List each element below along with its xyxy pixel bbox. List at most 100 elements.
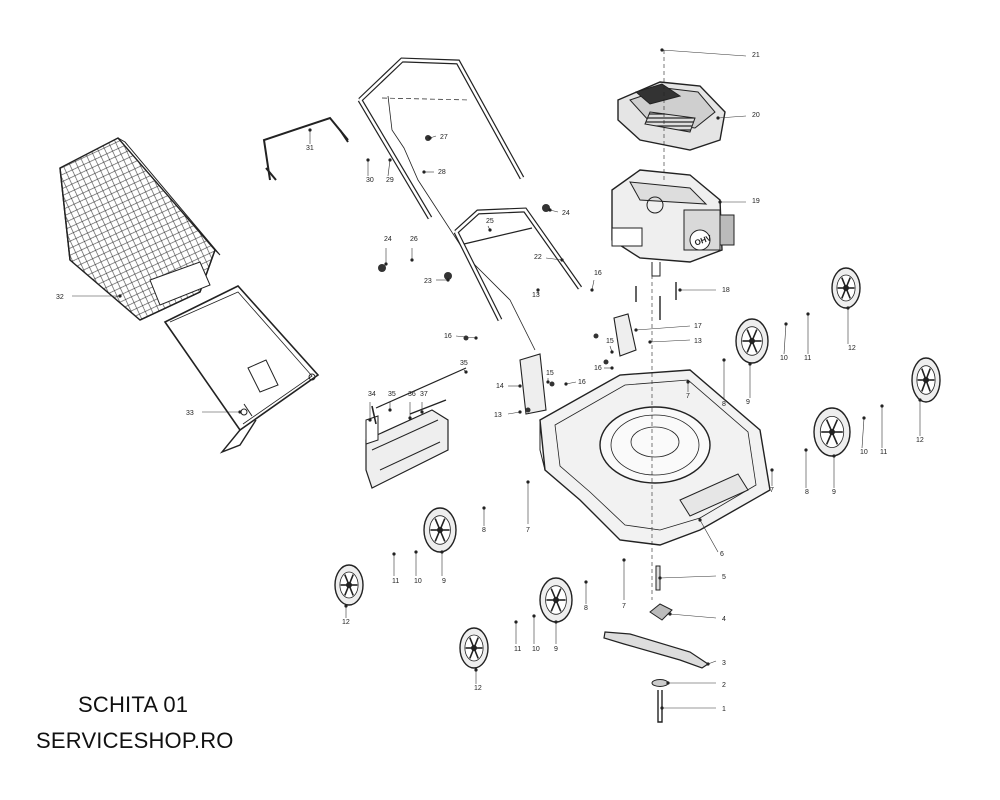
part-callout: 10 <box>780 322 788 362</box>
part-number-label: 12 <box>916 437 924 444</box>
part-callout: 1 <box>660 706 726 713</box>
part-callout: 29 <box>386 158 394 184</box>
wheel-hubcap <box>459 627 489 669</box>
part-number-label: 13 <box>494 412 502 419</box>
part-number-label: 37 <box>420 391 428 398</box>
part-number-label: 7 <box>770 487 774 494</box>
part-callout: 16 <box>590 270 602 292</box>
mower-deck <box>539 369 771 546</box>
part-number-label: 32 <box>56 294 64 301</box>
part-number-label: 24 <box>562 210 570 217</box>
part-number-label: 16 <box>578 379 586 386</box>
part-callout: 31 <box>306 128 314 152</box>
part-callout: 32 <box>56 294 122 301</box>
part-number-label: 3 <box>722 660 726 667</box>
part-callout: 18 <box>678 287 730 294</box>
part-number-label: 11 <box>804 355 811 362</box>
part-number-label: 25 <box>486 218 494 225</box>
part-number-label: 10 <box>532 646 540 653</box>
part-callout: 16 <box>594 365 614 372</box>
part-number-label: 22 <box>534 254 542 261</box>
part-number-label: 11 <box>514 646 521 653</box>
part-number-label: 35 <box>460 360 468 367</box>
part-number-label: 31 <box>306 145 314 152</box>
part-number-label: 13 <box>532 292 540 299</box>
part-number-label: 11 <box>880 449 887 456</box>
part-number-label: 8 <box>584 605 588 612</box>
part-number-label: 10 <box>860 449 868 456</box>
part-callout: 4 <box>668 612 726 623</box>
part-number-label: 7 <box>526 527 530 534</box>
part-callout: 8 <box>584 580 588 612</box>
part-callout: 12 <box>474 668 482 692</box>
part-number-label: 17 <box>694 323 702 330</box>
part-number-label: 8 <box>805 489 809 496</box>
part-number-label: 34 <box>368 391 376 398</box>
part-callout: 10 <box>414 550 422 585</box>
part-callout: 7 <box>526 480 530 534</box>
part-number-label: 8 <box>482 527 486 534</box>
part-number-label: 10 <box>780 355 788 362</box>
part-number-label: 16 <box>444 333 452 340</box>
part-callout: 24 <box>384 236 392 266</box>
wheel <box>813 407 851 457</box>
engine <box>611 169 735 277</box>
part-number-label: 14 <box>496 383 504 390</box>
part-callout: 5 <box>658 574 726 581</box>
bag-frame <box>163 285 320 454</box>
part-callout: 2 <box>666 681 726 689</box>
part-callout: 8 <box>804 448 809 496</box>
part-number-label: 9 <box>832 489 836 496</box>
part-number-label: 9 <box>442 578 446 585</box>
part-number-label: 33 <box>186 410 194 417</box>
part-callout: 26 <box>410 236 418 262</box>
part-number-label: 12 <box>848 345 856 352</box>
part-callout: 9 <box>746 362 752 406</box>
part-number-label: 11 <box>392 578 399 585</box>
part-callout: 19 <box>718 198 760 205</box>
part-callout: 35 <box>460 360 468 374</box>
part-callout: 13 <box>494 410 522 419</box>
part-callout: 28 <box>422 169 446 176</box>
part-callout: 34 <box>368 391 376 422</box>
part-callout: 11 <box>880 404 887 456</box>
site-name: SERVICESHOP.RO <box>36 728 234 753</box>
wheel-hubcap <box>831 267 861 309</box>
part-callout: 10 <box>532 614 540 653</box>
part-number-label: 13 <box>694 338 702 345</box>
part-callout: 14 <box>496 383 522 390</box>
part-callout: 6 <box>698 518 724 558</box>
part-number-label: 6 <box>720 551 724 558</box>
part-number-label: 9 <box>746 399 750 406</box>
part-callout: 30 <box>366 158 374 184</box>
part-number-label: 29 <box>386 177 394 184</box>
diagram-title: SCHITA 01 <box>78 692 189 717</box>
part-callout: 12 <box>846 306 856 352</box>
part-number-label: 30 <box>366 177 374 184</box>
part-callout: 10 <box>860 416 868 456</box>
part-number-label: 5 <box>722 574 726 581</box>
part-number-label: 36 <box>408 391 416 398</box>
part-number-label: 7 <box>686 393 690 400</box>
part-callout: 11 <box>392 552 399 585</box>
part-callout: 37 <box>420 391 428 414</box>
part-callout: 23 <box>424 278 450 285</box>
brackets <box>519 313 637 415</box>
part-callout: 7 <box>622 558 626 610</box>
wheel-hubcap <box>911 357 941 403</box>
part-callout: 7 <box>770 468 774 494</box>
wheels-group <box>334 267 941 669</box>
part-callout: 25 <box>486 218 494 232</box>
part-callout: 36 <box>408 391 416 420</box>
part-number-label: 1 <box>722 706 726 713</box>
part-number-label: 15 <box>546 370 554 377</box>
part-callout: 8 <box>722 358 726 408</box>
hardware-fasteners <box>378 135 609 413</box>
part-callout: 3 <box>706 660 726 667</box>
part-callout: 33 <box>186 410 242 417</box>
lower-handle <box>453 207 583 322</box>
part-number-label: 15 <box>606 338 614 345</box>
part-callout: 16 <box>564 379 586 386</box>
part-callout: 11 <box>514 620 521 653</box>
